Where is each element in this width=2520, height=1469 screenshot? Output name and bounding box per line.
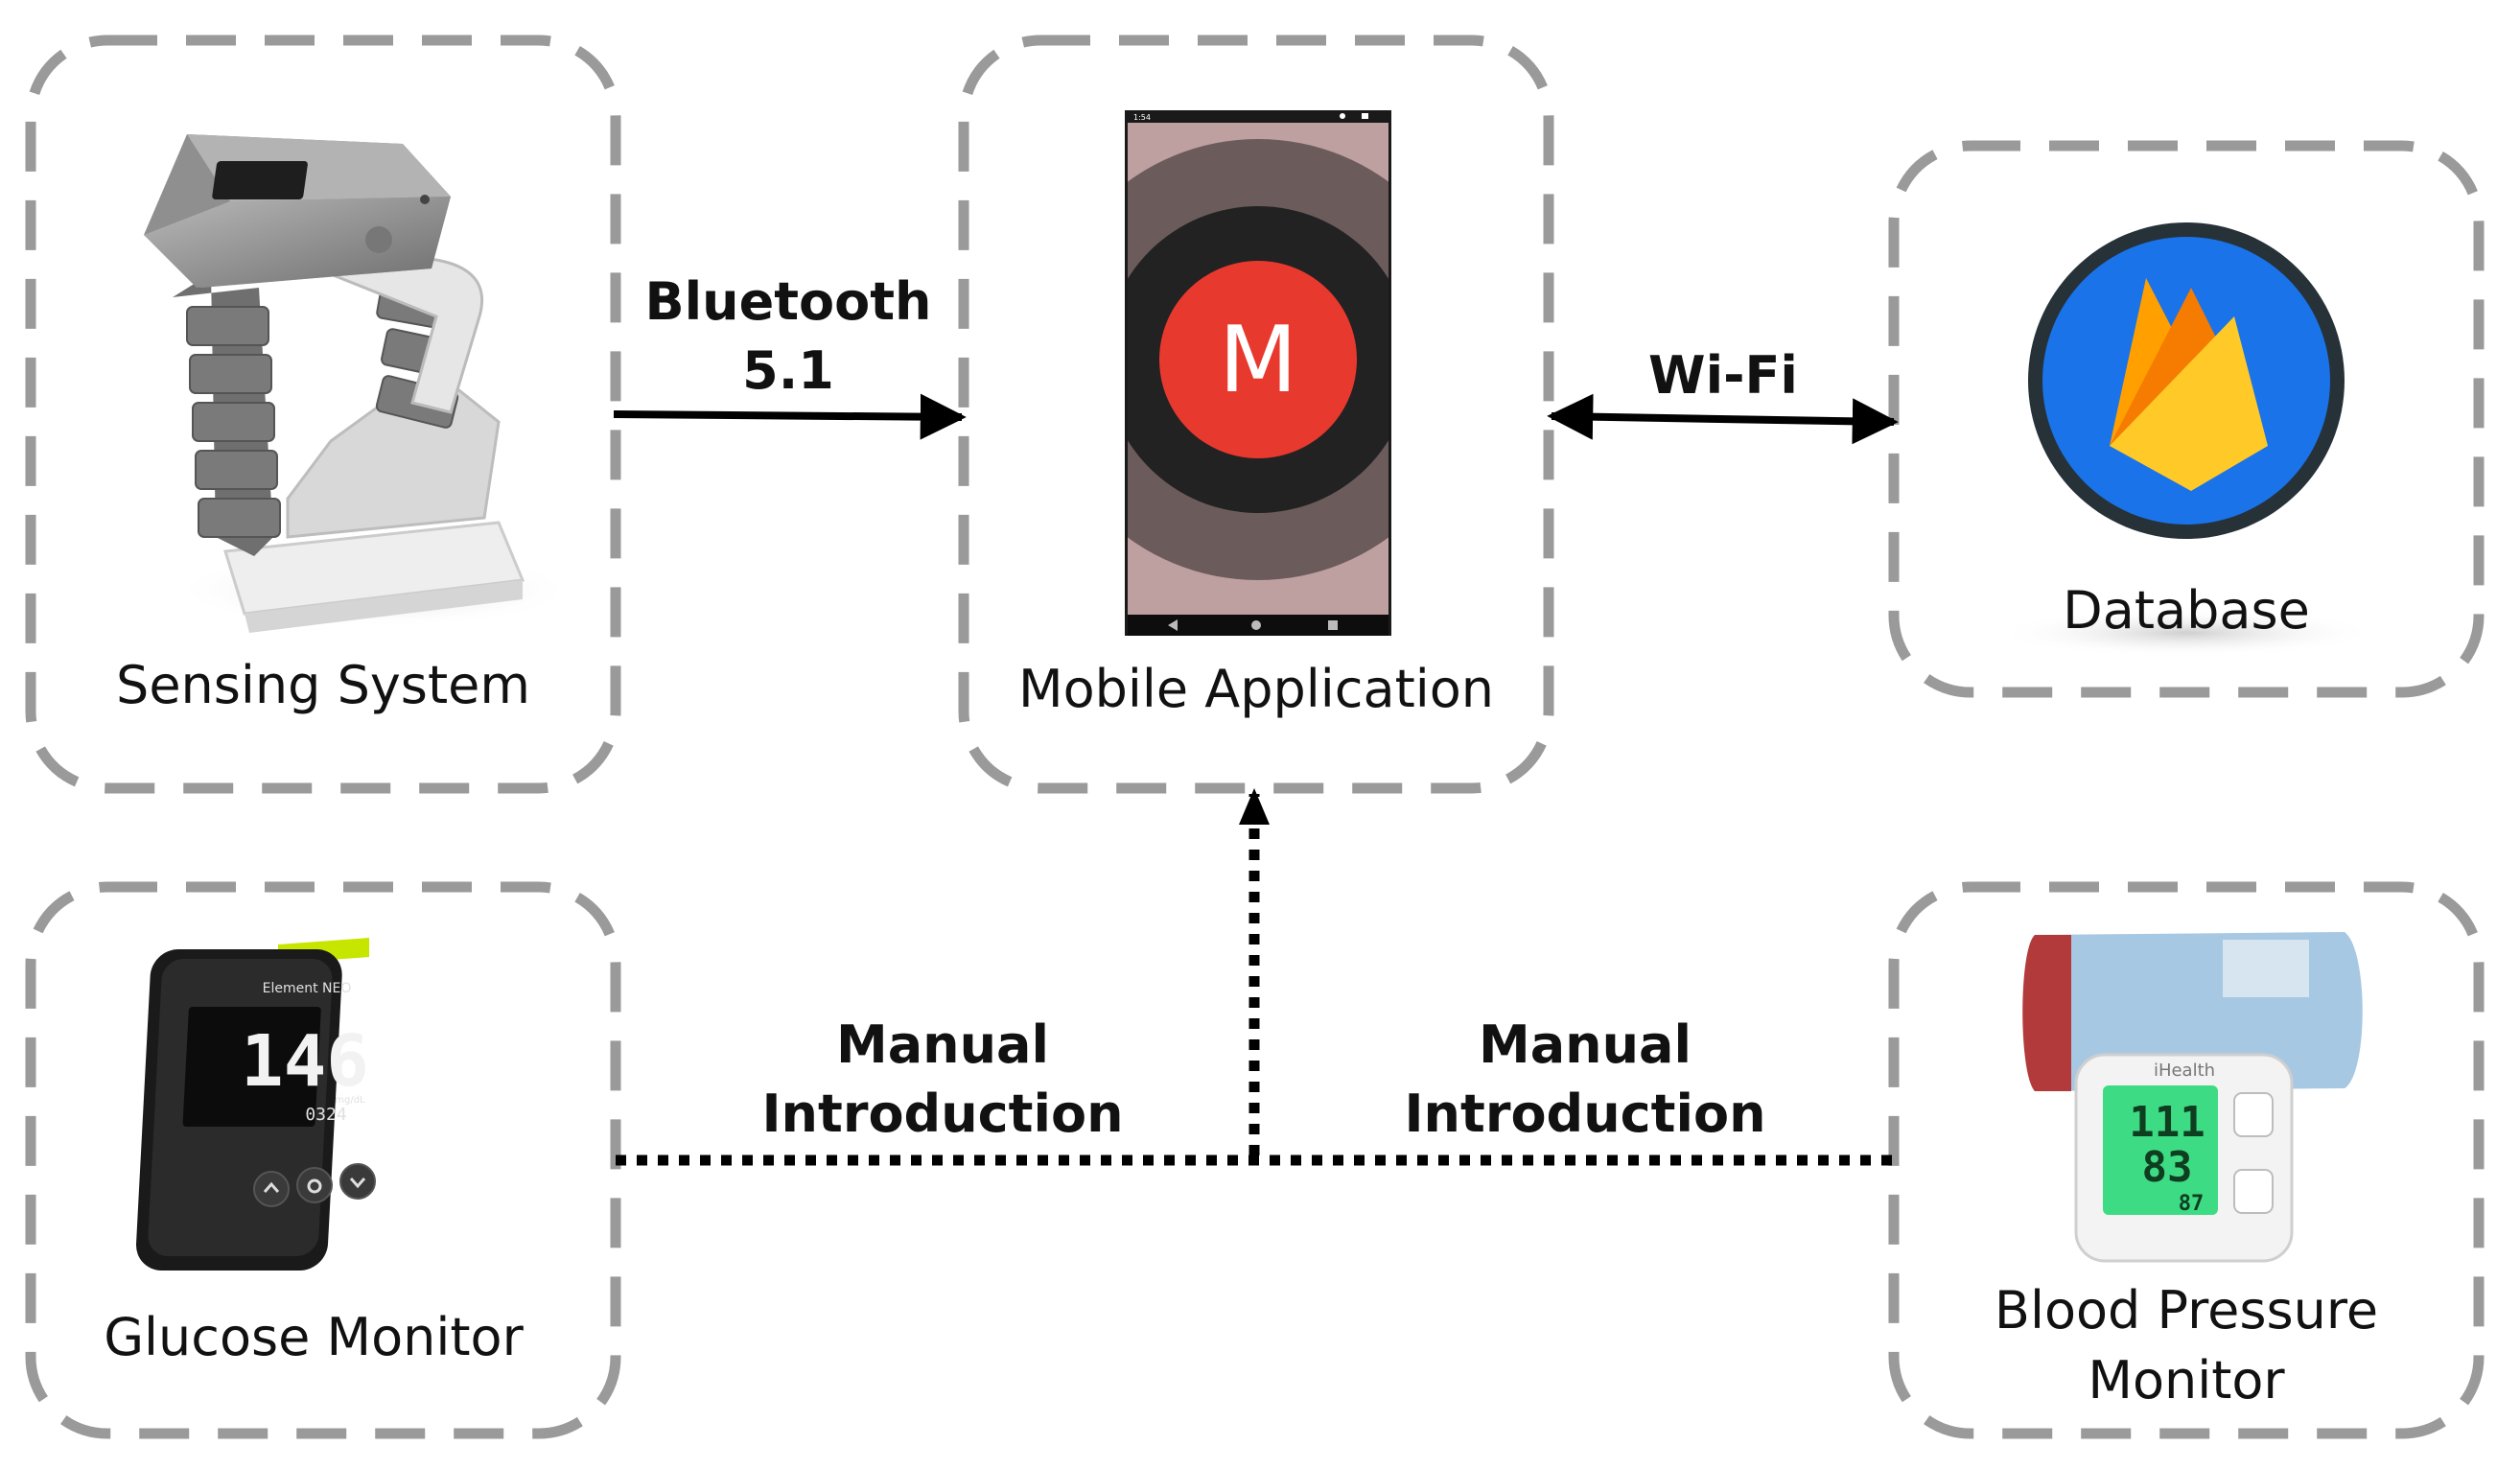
manual-left-label-line1: Manual [836, 1014, 1049, 1075]
wrist-device-icon [144, 134, 575, 633]
app-logo-letter: M [1219, 308, 1297, 413]
bp-diastolic: 83 [2142, 1143, 2193, 1192]
phone-icon: 1:54 [1125, 110, 1391, 636]
bluetooth-label-line2: 5.1 [742, 340, 834, 401]
firebase-database-icon [1995, 222, 2378, 657]
manual-introduction-arrowhead [1239, 788, 1270, 825]
blood-pressure-monitor-icon [2074, 1053, 2294, 1263]
glucose-meter-icon [135, 938, 376, 1271]
bp-brand: iHealth [2154, 1061, 2215, 1081]
svg-text:1:54: 1:54 [1133, 113, 1151, 122]
sensing-system-label: Sensing System [116, 655, 530, 715]
wifi-bidirectional-arrow [1547, 393, 1899, 445]
manual-right-label-line1: Manual [1479, 1014, 1692, 1075]
glucose-unit: mg/dL [335, 1095, 365, 1106]
blood-pressure-monitor-label-line2: Monitor [2088, 1350, 2285, 1411]
mobile-application-label: Mobile Application [1018, 659, 1494, 719]
glucose-brand: Element NEO [263, 981, 352, 996]
blood-pressure-cuff-icon [2022, 932, 2363, 1091]
glucose-sub-reading: 0324 [305, 1105, 346, 1125]
bluetooth-arrow [613, 393, 967, 440]
manual-left-label-line2: Introduction [761, 1084, 1123, 1144]
database-label: Database [2063, 580, 2310, 641]
bp-systolic: 111 [2129, 1098, 2205, 1147]
glucose-monitor-label: Glucose Monitor [104, 1307, 524, 1367]
manual-right-label-line2: Introduction [1404, 1084, 1765, 1144]
bp-pulse: 87 [2179, 1192, 2205, 1216]
bluetooth-label-line1: Bluetooth [644, 271, 931, 332]
wifi-label: Wi-Fi [1648, 345, 1798, 406]
glucose-reading: 146 [241, 1020, 369, 1103]
blood-pressure-monitor-frame [1888, 881, 2485, 1439]
app-logo-icon [1159, 261, 1357, 458]
blood-pressure-monitor-label-line1: Blood Pressure [1995, 1280, 2378, 1341]
